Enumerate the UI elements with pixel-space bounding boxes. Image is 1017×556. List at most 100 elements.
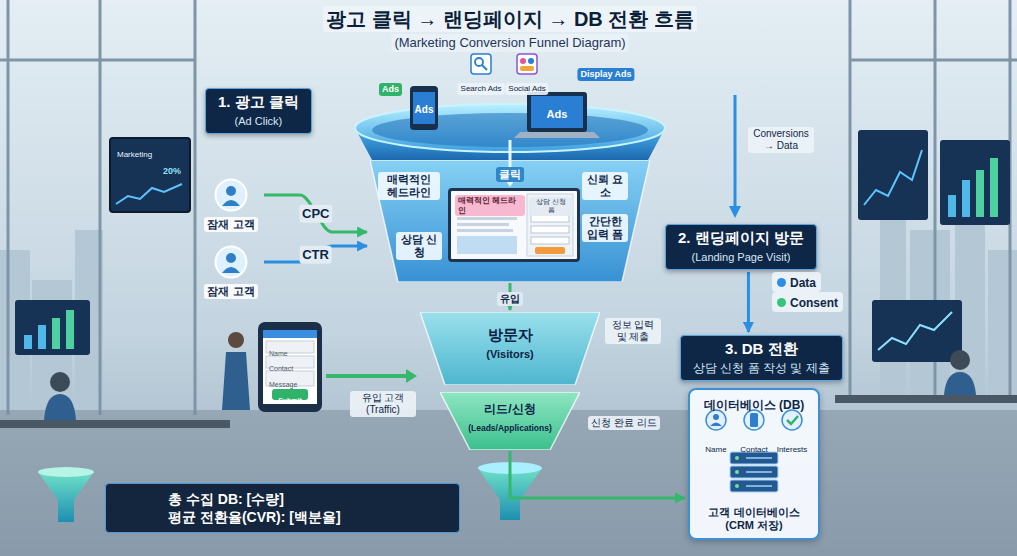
text-slot: 방문자: [488, 326, 533, 344]
label-anchor: 클릭: [496, 164, 524, 182]
database-box: 데이터베이스 (DB) 고객 데이터베이스 (CRM 저장): [688, 388, 820, 540]
flow-arrow: [747, 272, 750, 332]
mockup-graphic-part: [457, 229, 513, 232]
step-box: 2. 랜딩페이지 방문(Landing Page Visit): [665, 224, 817, 270]
text-slot: 고객 데이터베이스 (CRM 저장): [690, 506, 818, 533]
node-label: (Landing Page Visit): [691, 251, 790, 264]
ad-icon-part: [482, 65, 487, 70]
text-label: Display Ads: [577, 68, 634, 81]
database-graphic-part: [782, 410, 802, 430]
edge-label: CPC: [299, 205, 332, 223]
text-label: Submit: [278, 397, 302, 405]
label-anchor: Contact: [269, 357, 293, 375]
mockup-graphic-part: [457, 236, 517, 254]
label-anchor: Marketing: [117, 143, 152, 161]
legend-swatch: [777, 278, 786, 287]
monitor-part: [24, 335, 32, 349]
window-frame: [0, 0, 1017, 415]
legend-item: Consent: [772, 292, 843, 312]
monitor: [15, 130, 1010, 362]
label-anchor: Social Ads: [505, 77, 548, 95]
label-anchor: Interests: [777, 438, 808, 456]
office-worker-part: [228, 332, 244, 348]
label-anchor: Message: [269, 373, 297, 391]
node-label: (Ad Click): [235, 115, 283, 128]
ad-icon-part: [517, 54, 537, 74]
funnel-band-shape-part: [440, 392, 580, 450]
phone-form: [258, 322, 322, 412]
flow-arrow: [264, 195, 367, 232]
funnel-top: [355, 104, 665, 160]
ad-icon-part: [471, 54, 491, 74]
customer-icon-part: [216, 180, 247, 211]
phone-form-part: [258, 322, 322, 412]
text-label: Social Ads: [505, 83, 548, 95]
mockup-graphic-part: [531, 226, 569, 233]
monitor-part: [66, 310, 74, 349]
office-worker-part: [222, 352, 250, 410]
text-slot: 잠재 고객: [204, 214, 257, 232]
label-anchor: 20%: [163, 160, 181, 178]
customer-icon-part: [216, 247, 247, 278]
step-box: 1. 광고 클릭 (Ad Click): [205, 88, 312, 134]
customer-icon: [214, 178, 248, 212]
step-box: 3. DB 전환상담 신청 폼 작성 및 제출: [680, 335, 843, 381]
text-slot: 상담 신청: [396, 232, 442, 260]
phone-form-part: [263, 330, 317, 338]
monitor-part: [990, 158, 998, 217]
funnel-top-part: [509, 140, 512, 160]
node-label: 1. 광고 클릭: [218, 93, 299, 111]
node-label: 매력적인 헤드라인: [455, 195, 525, 216]
customer-node: 잠재 고객: [200, 245, 262, 299]
monitor-part: [962, 180, 970, 217]
node-label: 신뢰 요소: [582, 172, 628, 200]
customer-icon-part: [226, 186, 236, 196]
text-slot: 3. DB 전환: [725, 340, 798, 358]
text-slot: 간단한 입력 폼: [582, 214, 628, 242]
node-label: 3. DB 전환: [725, 340, 798, 358]
text-slot: 데이터베이스 (DB): [690, 395, 818, 413]
edge-label: 유입: [497, 292, 523, 306]
node-label: (Visitors): [486, 348, 533, 361]
text-slot: (Landing Page Visit): [691, 247, 790, 265]
text-label: Name: [269, 350, 288, 358]
text-label: Ads: [415, 104, 434, 116]
customer-node: 잠재 고객: [200, 178, 262, 232]
node-label: 잠재 고객: [204, 284, 257, 299]
customer-icon-part: [226, 253, 236, 263]
node-label: 상담 신청 폼: [529, 197, 573, 216]
mockup-graphic-part: [457, 217, 517, 220]
legend-label: Data: [790, 276, 816, 290]
monitor-part: [940, 140, 1010, 225]
label-anchor: Ads: [379, 78, 402, 96]
mockup-graphic-part: [527, 194, 573, 256]
ad-icon-part: [410, 86, 438, 130]
label-anchor: 정보 입력 및 제출: [605, 318, 661, 344]
diagram-title: 광고 클릭 → 랜딩페이지 → DB 전환 흐름: [323, 6, 697, 32]
office-worker-part: [44, 394, 76, 420]
node-label: 데이터베이스 (DB): [704, 398, 805, 412]
node-label: 간단한 입력 폼: [582, 214, 628, 242]
monitor-part: [116, 184, 182, 204]
window-frame-part: [99, 0, 102, 415]
customer-icon: [214, 245, 248, 279]
flow-arrow-illustration-part: [729, 206, 741, 218]
monitor-part: [878, 312, 952, 350]
text-label: 유입 고객 (Traffic): [350, 391, 416, 417]
text-label: Marketing: [117, 150, 152, 160]
text-label: (Marketing Conversion Funnel Diagram): [391, 34, 628, 52]
flow-arrow: [510, 451, 685, 498]
funnel-band-shape: [440, 392, 580, 450]
funnel-icon-part: [38, 472, 94, 522]
funnel-band-shape-part: [420, 312, 600, 385]
node-label: 상담 신청: [396, 232, 442, 260]
database-graphic-part: [746, 471, 772, 473]
ad-icon-part: [527, 92, 587, 132]
text-slot: 매력적인 헤드라인: [455, 195, 525, 217]
mockup-graphic-part: [457, 223, 509, 226]
label-anchor: Ads: [547, 104, 568, 122]
node-label: 상담 신청 폼 작성 및 제출: [693, 361, 830, 375]
office-worker-part: [944, 372, 976, 395]
